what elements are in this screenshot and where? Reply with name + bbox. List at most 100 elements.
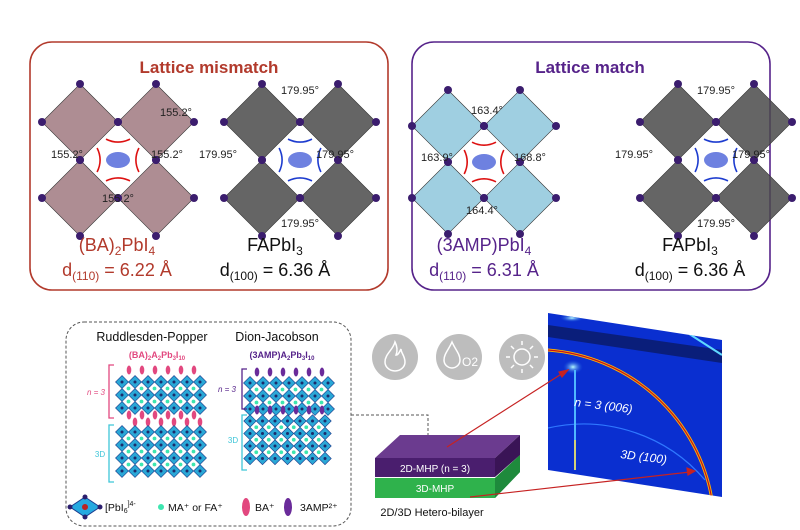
a-site-cation (177, 385, 184, 392)
lead-atom (198, 393, 202, 397)
lead-atom (273, 457, 277, 460)
a-site-cation (138, 461, 145, 468)
iodine-atom (480, 122, 488, 130)
a-site-cation (316, 437, 322, 443)
connector-line (351, 414, 429, 448)
angle-label: 179.95° (316, 149, 354, 161)
lead-atom (298, 444, 302, 448)
3d-bracket (241, 414, 247, 471)
perovskite-slab (115, 375, 207, 415)
lead-atom (248, 381, 252, 385)
legend-pbi6: [PbI6]4- (105, 501, 136, 515)
a-site-cation (266, 449, 272, 455)
a-site-cation (291, 437, 297, 443)
lead-atom (120, 406, 124, 410)
lead-atom (146, 406, 150, 410)
iodine-atom (788, 194, 796, 202)
a-site-cation (164, 398, 171, 405)
a-site-cation (279, 399, 286, 406)
lead-atom (274, 381, 278, 385)
lead-atom (286, 432, 289, 435)
a-site-cation (138, 448, 145, 455)
rp-formula: (BA)2A2Pb3I10 (129, 350, 186, 362)
a-site-cation (138, 435, 145, 442)
angle-arc (471, 141, 497, 146)
lead-atom (261, 444, 264, 448)
lead-atom (146, 469, 150, 473)
lead-atom (198, 443, 202, 447)
iodine-atom (152, 80, 160, 88)
organic-cation (288, 152, 312, 168)
lead-atom (326, 381, 330, 385)
lead-atom (120, 469, 124, 473)
iodine-atom (372, 118, 380, 126)
lead-atom (133, 456, 137, 460)
a-site-cation (266, 437, 272, 443)
perovskite-slab (115, 425, 207, 478)
iodine-atom (712, 194, 720, 202)
dj-formula: (3AMP)A2Pb3I10 (250, 350, 316, 362)
iodine-atom (788, 118, 796, 126)
lead-atom (159, 469, 163, 473)
angle-arc (96, 147, 101, 173)
lead-atom (286, 457, 289, 460)
iodine-atom (258, 232, 266, 240)
a-site-cation (190, 461, 197, 468)
a-site-cation (190, 448, 197, 455)
angle-label: 168.8° (514, 152, 546, 164)
spacer-cation (171, 417, 177, 427)
a-site-cation (151, 385, 158, 392)
iodine-atom (674, 80, 682, 88)
lead-atom (248, 407, 252, 411)
angle-arc (463, 149, 468, 175)
lead-atom (287, 394, 291, 398)
a-site-cation (177, 448, 184, 455)
iodine-atom (750, 232, 758, 240)
fapbi3-spacing: d(100) = 6.36 Å (635, 260, 746, 283)
a-site-cation (138, 385, 145, 392)
lead-atom (120, 443, 124, 447)
octahedral-lattice (408, 86, 560, 238)
lead-atom (261, 432, 264, 435)
lead-atom (146, 443, 150, 447)
angle-label: 179.95° (281, 218, 319, 230)
angle-arc (105, 177, 131, 182)
pbi6-octahedron (411, 161, 485, 235)
lead-atom (298, 419, 302, 423)
a-site-cation (164, 448, 171, 455)
spacer-cation (178, 410, 184, 420)
angle-arc (135, 147, 140, 173)
lead-atom (159, 393, 163, 397)
spacer-cation (184, 417, 190, 427)
n3-bracket (241, 368, 247, 410)
organic-cation (472, 154, 496, 170)
lead-atom (133, 469, 137, 473)
ba-spacing: d(110) = 6.22 Å (62, 260, 172, 283)
lead-atom (274, 394, 278, 398)
lead-atom (172, 456, 176, 460)
a-site-cation (266, 424, 272, 430)
spacer-cation (178, 365, 184, 375)
iodine-atom (712, 118, 720, 126)
spacer-cation (254, 405, 260, 415)
organic-cation (704, 152, 728, 168)
octahedral-lattice (38, 80, 198, 240)
rp-title: Ruddlesden-Popper (96, 330, 207, 344)
spacer-cation (306, 405, 312, 415)
lead-atom (323, 457, 327, 460)
lead-atom (286, 444, 289, 448)
spacer-cation (152, 410, 158, 420)
lead-atom (159, 430, 163, 434)
legend-3amp: 3AMP²⁺ (300, 502, 338, 514)
angle-arc (317, 147, 322, 173)
angle-label: 179.95° (697, 218, 735, 230)
ba-pbi4-formula: (BA)2PbI4 (79, 235, 156, 258)
heat-icon (372, 334, 418, 380)
iodine-atom (750, 80, 758, 88)
arrowhead (558, 369, 570, 379)
lead-atom (198, 430, 202, 434)
lead-atom (146, 430, 150, 434)
a-site-cation (316, 449, 322, 455)
fapbi3-formula: FAPbI3 (247, 235, 303, 258)
spacer-cation (306, 367, 312, 377)
